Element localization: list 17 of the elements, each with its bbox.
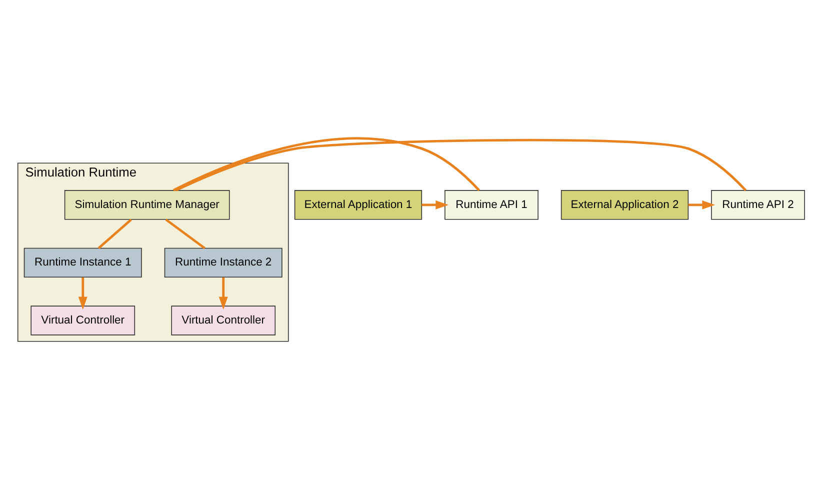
arrow — [78, 277, 88, 310]
connector — [175, 138, 747, 192]
arrow — [688, 200, 716, 210]
node-box: Runtime API 1 — [444, 190, 538, 220]
node-box: Runtime Instance 2 — [164, 248, 282, 278]
connector — [165, 218, 206, 250]
node-box: Runtime API 2 — [711, 190, 805, 220]
node-box: Simulation Runtime Manager — [64, 190, 230, 220]
node-box: External Application 2 — [560, 190, 689, 220]
connector — [98, 218, 132, 250]
arrow — [218, 277, 228, 310]
node-box: Runtime Instance 1 — [24, 248, 142, 278]
node-box: Virtual Controller — [171, 306, 276, 336]
node-box: Virtual Controller — [30, 306, 136, 336]
node-box: External Application 1 — [294, 190, 422, 220]
arrow — [422, 200, 449, 210]
connector — [172, 137, 480, 192]
